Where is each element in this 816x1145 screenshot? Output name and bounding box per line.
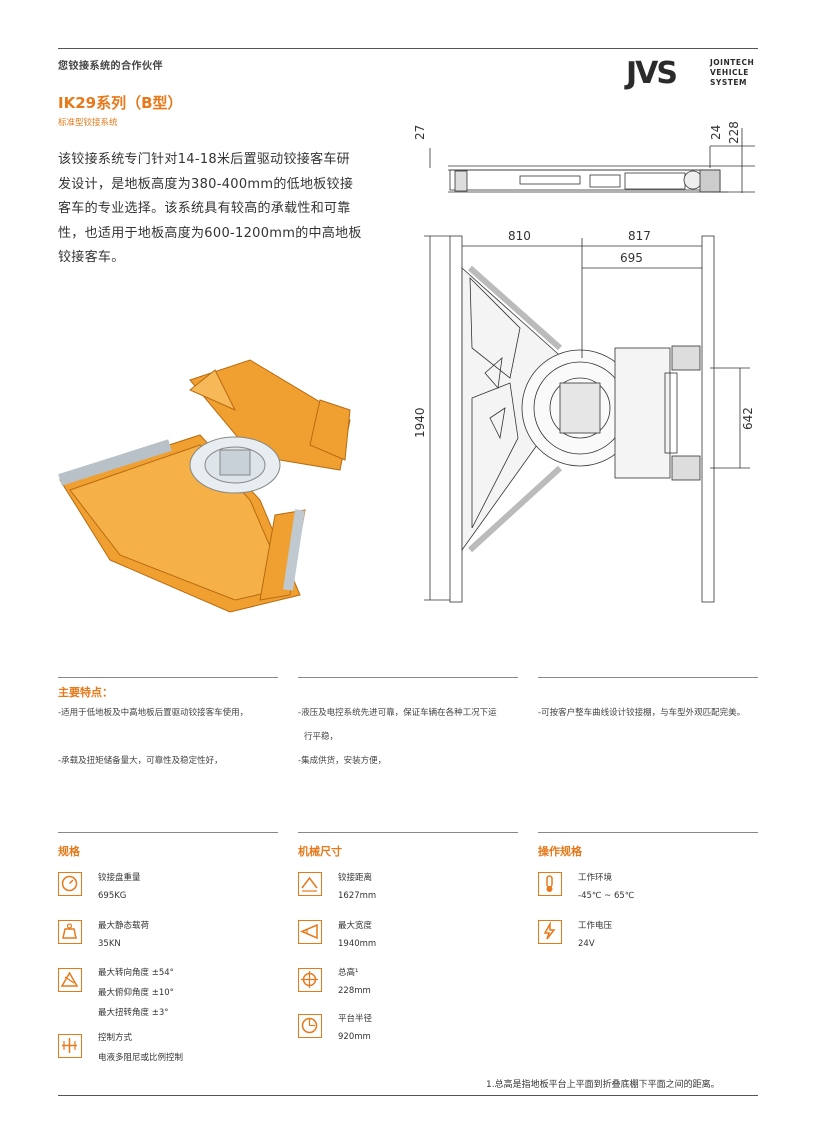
dim-695: 695	[620, 251, 643, 265]
dimensions-heading: 机械尺寸	[298, 845, 342, 858]
features-heading: 主要特点：	[58, 686, 113, 699]
environment-label: 工作环境	[578, 873, 613, 883]
feature-3-cont: 行平稳，	[304, 732, 339, 742]
pitch-angle: 最大俯仰角度 ±10°	[98, 988, 174, 998]
load-value: 35KN	[98, 939, 121, 949]
logo-line-3: SYSTEM	[710, 78, 747, 87]
logo-line-2: VEHICLE	[710, 68, 749, 77]
operation-heading: 操作规格	[538, 845, 582, 858]
torsion-angle: 最大扭转角度 ±3°	[98, 1008, 169, 1018]
dim-642: 642	[741, 407, 755, 430]
steering-angle: 最大转向角度 ±54°	[98, 968, 174, 978]
series-title: IK29系列（B型）	[58, 94, 183, 112]
feature-3: -液压及电控系统先进可靠，保证车辆在各种工况下运	[298, 708, 497, 718]
specs-rule	[58, 832, 278, 833]
platform-radius-label: 平台半径	[338, 1014, 373, 1024]
operation-rule	[538, 832, 758, 833]
footnote: 1.总高是指地板平台上平面到折叠底棚下平面之间的距离。	[486, 1080, 720, 1090]
features-rule-3	[538, 677, 758, 678]
voltage-value: 24V	[578, 939, 595, 949]
articulation-distance-value: 1627mm	[338, 891, 377, 901]
control-icon	[58, 1034, 82, 1058]
product-render	[58, 359, 351, 613]
company-logo: JVS JOINTECH VEHICLE SYSTEM	[626, 58, 761, 90]
dim-1940: 1940	[413, 407, 427, 438]
header-tagline: 您铰接系统的合作伙伴	[58, 61, 163, 72]
environment-value: -45℃ ~ 65℃	[578, 891, 635, 901]
total-height-icon	[298, 968, 322, 992]
features-rule-2	[298, 677, 518, 678]
max-width-label: 最大宽度	[338, 921, 373, 931]
angle-icon	[58, 968, 82, 992]
dim-817: 817	[628, 229, 651, 243]
bottom-rule	[58, 1095, 758, 1096]
total-height-value: 228mm	[338, 986, 371, 996]
temperature-icon	[538, 872, 562, 896]
technical-drawing: 27 24 228 810 817 695 1940 642	[413, 121, 755, 603]
max-width-icon	[298, 920, 322, 944]
platform-radius-value: 920mm	[338, 1032, 371, 1042]
top-rule	[58, 48, 758, 49]
intro-paragraph: 该铰接系统专门针对14-18米后置驱动铰接客车研发设计，是地板高度为380-40…	[58, 152, 362, 265]
load-icon	[58, 920, 82, 944]
load-label: 最大静态载荷	[98, 921, 150, 931]
weight-label: 铰接盘重量	[98, 873, 141, 883]
logo-line-1: JOINTECH	[710, 58, 755, 67]
feature-2: -承载及扭矩储备量大，可靠性及稳定性好，	[58, 756, 223, 766]
weight-value: 695KG	[98, 891, 127, 901]
control-label: 控制方式	[98, 1033, 133, 1043]
articulation-distance-label: 铰接距离	[338, 873, 373, 883]
articulation-distance-icon	[298, 872, 322, 896]
dim-810: 810	[508, 229, 531, 243]
control-value: 电液多阻尼或比例控制	[98, 1053, 184, 1063]
logo-mark: JVS	[626, 56, 678, 91]
logo-text: JOINTECH VEHICLE SYSTEM	[710, 58, 754, 88]
total-height-label: 总高¹	[338, 968, 359, 978]
feature-5: -可按客户整车曲线设计铰接棚，与车型外观匹配完美。	[538, 708, 746, 718]
feature-4: -集成供货，安装方便，	[298, 756, 387, 766]
voltage-label: 工作电压	[578, 921, 613, 931]
series-subtitle: 标准型铰接系统	[58, 118, 118, 128]
dimensions-rule	[298, 832, 518, 833]
weight-icon	[58, 872, 82, 896]
max-width-value: 1940mm	[338, 939, 377, 949]
features-rule-1	[58, 677, 278, 678]
dim-228: 228	[727, 121, 741, 144]
dim-27: 27	[413, 125, 427, 140]
voltage-icon	[538, 920, 562, 944]
feature-1: -适用于低地板及中高地板后置驱动铰接客车使用，	[58, 708, 249, 718]
dim-24: 24	[709, 125, 723, 140]
platform-radius-icon	[298, 1014, 322, 1038]
specs-heading: 规格	[58, 845, 80, 858]
